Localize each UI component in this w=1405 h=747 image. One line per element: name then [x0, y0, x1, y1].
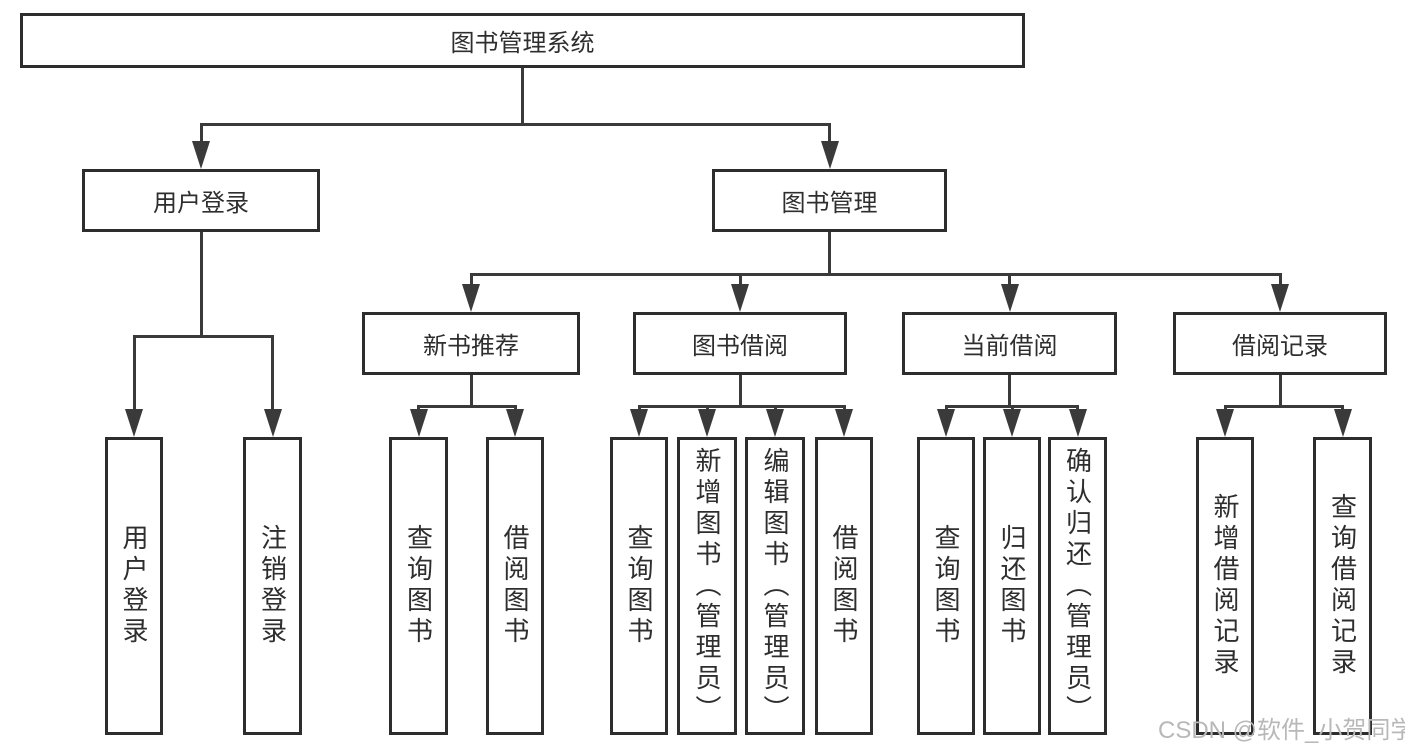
node-label-query-borrow-record: 查询借阅记录: [1327, 493, 1358, 679]
node-borrow-books-1: 借阅图书: [486, 437, 544, 735]
node-label-edit-book-admin: 编辑图书（管理员）: [760, 446, 790, 726]
arrow-down-icon: [1068, 409, 1087, 437]
node-edit-book-admin: 编辑图书（管理员）: [745, 437, 805, 735]
node-current-borrowing: 当前借阅: [902, 312, 1117, 375]
node-label-query-books-3: 查询图书: [931, 524, 961, 648]
connector-drop-return-books: [1010, 408, 1014, 409]
node-user-login-leaf: 用户登录: [105, 437, 163, 735]
node-label-query-books-2: 查询图书: [624, 524, 654, 648]
node-query-books-1: 查询图书: [389, 437, 448, 735]
connector-stem-new-book-recommend: [469, 375, 473, 408]
arrow-down-icon: [835, 409, 853, 437]
connector-drop-book-borrowing: [738, 276, 742, 284]
node-label-book-management: 图书管理: [781, 190, 878, 217]
node-return-books: 归还图书: [983, 437, 1041, 735]
arrow-down-icon: [1000, 284, 1019, 312]
node-borrowing-records: 借阅记录: [1173, 312, 1387, 375]
node-label-borrow-books-2: 借阅图书: [829, 524, 859, 648]
arrow-down-icon: [506, 409, 524, 437]
connector-drop-borrowing-records: [1278, 276, 1282, 284]
node-label-borrowing-records: 借阅记录: [1232, 333, 1328, 360]
connector-stem-book-management: [828, 232, 831, 276]
connector-rail-book-management: [469, 273, 1282, 276]
node-label-user-login: 用户登录: [153, 190, 249, 217]
connector-stem-library-system: [521, 68, 524, 126]
connector-rail-book-borrowing: [637, 405, 846, 408]
connector-stem-borrowing-records: [1278, 375, 1282, 408]
connector-rail-user-login: [132, 335, 274, 338]
node-label-add-book-admin: 新增图书（管理员）: [692, 446, 722, 726]
node-confirm-return-admin: 确认归还（管理员）: [1048, 437, 1107, 735]
connector-drop-borrow-books-2: [842, 408, 846, 409]
connector-rail-borrowing-records: [1223, 405, 1344, 408]
node-label-book-borrowing: 图书借阅: [692, 333, 788, 360]
connector-drop-book-management: [828, 126, 831, 141]
connector-drop-add-borrow-record: [1223, 408, 1227, 409]
connector-drop-query-books-3: [944, 408, 948, 409]
connector-drop-user-login: [199, 126, 203, 141]
arrow-down-icon: [630, 409, 648, 437]
connector-stem-book-borrowing: [738, 375, 742, 408]
csdn-watermark: CSDN @软件_小贺同学: [1158, 717, 1405, 744]
node-logout: 注销登录: [243, 437, 302, 735]
arrow-down-icon: [1333, 409, 1352, 437]
arrow-down-icon: [937, 409, 955, 437]
connector-drop-logout: [271, 338, 274, 409]
connector-drop-new-book-recommend: [469, 276, 473, 284]
node-label-logout: 注销登录: [257, 524, 288, 648]
node-add-book-admin: 新增图书（管理员）: [677, 437, 737, 735]
node-library-system: 图书管理系统: [20, 13, 1025, 68]
arrow-down-icon: [731, 284, 749, 312]
connector-drop-query-borrow-record: [1341, 408, 1344, 409]
arrow-down-icon: [462, 284, 480, 312]
node-label-confirm-return-admin: 确认归还（管理员）: [1062, 446, 1093, 726]
arrow-down-icon: [1216, 409, 1234, 437]
node-label-library-system: 图书管理系统: [450, 30, 595, 57]
node-label-return-books: 归还图书: [997, 524, 1027, 648]
connector-drop-query-books-2: [637, 408, 641, 409]
connector-drop-confirm-return-admin: [1076, 408, 1079, 409]
arrow-down-icon: [192, 141, 210, 169]
node-user-login: 用户登录: [82, 169, 320, 232]
arrow-down-icon: [263, 409, 282, 437]
node-label-current-borrowing: 当前借阅: [961, 333, 1058, 360]
node-query-books-2: 查询图书: [610, 437, 668, 735]
node-label-user-login-leaf: 用户登录: [119, 524, 149, 648]
node-label-borrow-books-1: 借阅图书: [500, 524, 530, 648]
connector-drop-edit-book-admin: [773, 408, 777, 409]
arrow-down-icon: [1003, 409, 1021, 437]
arrow-down-icon: [409, 409, 428, 437]
node-label-new-book-recommend: 新书推荐: [423, 333, 519, 360]
node-new-book-recommend: 新书推荐: [362, 312, 580, 375]
arrow-down-icon: [766, 409, 784, 437]
connector-drop-add-book-admin: [705, 408, 709, 409]
connector-rail-current-borrowing: [944, 405, 1079, 408]
arrow-down-icon: [1271, 284, 1289, 312]
connector-rail-library-system: [199, 123, 831, 126]
node-book-management: 图书管理: [712, 169, 947, 232]
connector-drop-query-books-1: [417, 408, 420, 409]
connector-drop-borrow-books-1: [513, 408, 517, 409]
node-book-borrowing: 图书借阅: [633, 312, 847, 375]
node-label-add-borrow-record: 新增借阅记录: [1210, 493, 1240, 679]
arrow-down-icon: [820, 141, 839, 169]
connector-drop-current-borrowing: [1008, 276, 1011, 284]
connector-rail-new-book-recommend: [417, 405, 517, 408]
connector-stem-current-borrowing: [1008, 375, 1011, 408]
node-label-query-books-1: 查询图书: [403, 524, 434, 648]
node-add-borrow-record: 新增借阅记录: [1196, 437, 1254, 735]
arrow-down-icon: [125, 409, 143, 437]
arrow-down-icon: [698, 409, 716, 437]
node-query-books-3: 查询图书: [917, 437, 975, 735]
node-query-borrow-record: 查询借阅记录: [1313, 437, 1372, 735]
connector-stem-user-login: [199, 232, 203, 338]
connector-drop-user-login-leaf: [132, 338, 136, 409]
node-borrow-books-2: 借阅图书: [815, 437, 873, 735]
